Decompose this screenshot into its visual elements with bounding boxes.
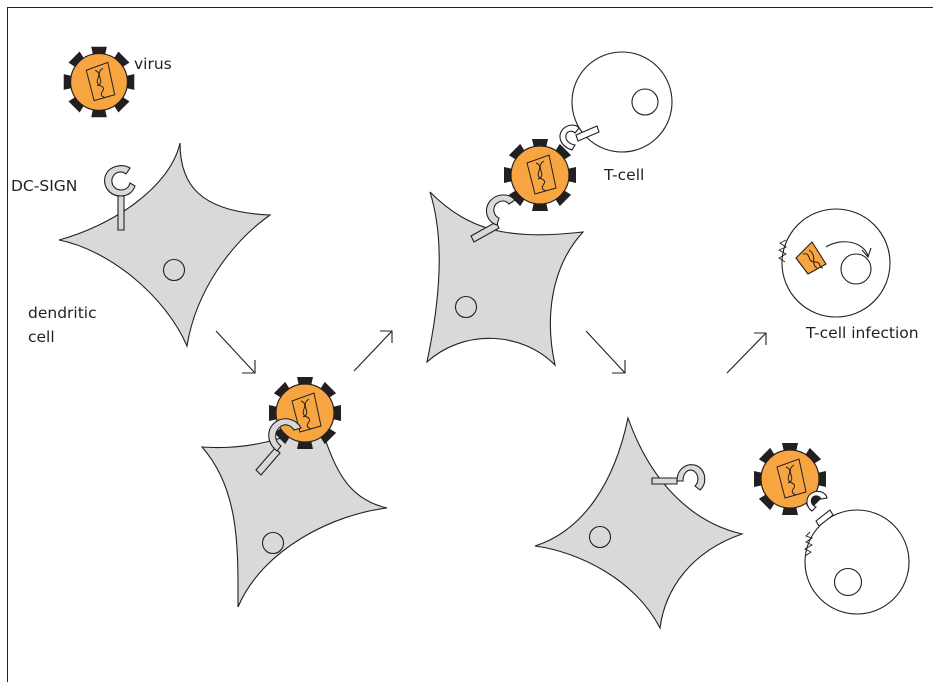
dc-sign-receptor-1	[104, 165, 136, 231]
infected-t-cell-membrane	[777, 239, 787, 263]
arrow-1	[215, 330, 256, 374]
nucleus-4	[588, 525, 612, 549]
t-cell-nucleus-4	[833, 567, 863, 597]
bound-virus-3	[503, 138, 577, 212]
bound-virus-2	[268, 376, 342, 450]
infected-t-cell-nucleus	[840, 253, 872, 285]
infected-t-cell	[781, 208, 891, 318]
dc-sign-receptor-4	[651, 464, 706, 491]
dc-sign-receptor-3	[470, 194, 516, 243]
free-virus	[63, 46, 135, 118]
t-cell-nucleus-3	[631, 88, 659, 116]
arrow-2	[353, 330, 393, 372]
arrow-4	[726, 332, 767, 374]
dc-sign-label: DC-SIGN	[11, 177, 77, 195]
arrow-3	[585, 330, 626, 374]
dendritic-label-line2: cell	[28, 328, 55, 346]
dendritic-label-line1: dendritic	[28, 304, 97, 322]
nucleus-1	[162, 258, 186, 282]
t-cell-receptor-3	[559, 124, 600, 151]
dendritic-cell-3	[426, 191, 585, 367]
nucleus-2	[261, 531, 285, 555]
t-cell-4	[804, 509, 910, 615]
dendritic-cell-1	[58, 142, 272, 348]
released-virus-4	[753, 442, 827, 516]
nucleus-3	[454, 295, 478, 319]
t-cell-infection-label: T-cell infection	[805, 324, 919, 342]
figure-frame	[7, 7, 933, 682]
t-cell-label: T-cell	[603, 166, 644, 184]
dendritic-cell-2	[200, 419, 388, 608]
entry-path-arrow	[825, 241, 869, 257]
dendritic-cell-4	[534, 415, 744, 630]
dc-sign-receptor-2	[255, 418, 302, 476]
internalized-virus-core	[795, 241, 827, 275]
t-cell-membrane-4	[804, 531, 814, 557]
virus-label: virus	[134, 55, 172, 73]
t-cell-receptor-4	[806, 490, 834, 527]
entry-path-arrowhead	[861, 247, 872, 259]
